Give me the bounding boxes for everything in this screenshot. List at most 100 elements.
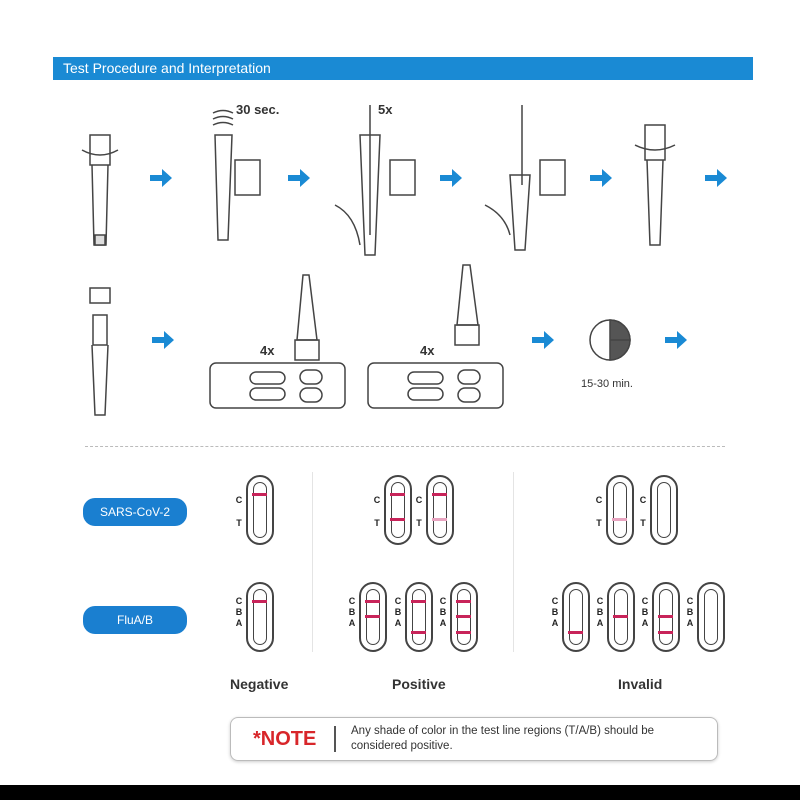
section-header: Test Procedure and Interpretation xyxy=(53,57,753,80)
drops-label-2: 4x xyxy=(420,343,435,358)
test-cassette-icon xyxy=(367,264,504,409)
line-letter: C xyxy=(639,495,647,505)
line-letter: C xyxy=(415,495,423,505)
line-letter: C xyxy=(235,596,243,606)
line-letter: T xyxy=(374,518,380,528)
column-separator xyxy=(312,472,313,652)
note-box: *NOTE Any shade of color in the test lin… xyxy=(230,717,718,761)
test-line-c xyxy=(252,493,267,496)
test-line-c xyxy=(432,493,447,496)
timer-icon xyxy=(589,319,631,361)
line-letter: C xyxy=(596,596,604,606)
test-line-b xyxy=(365,615,380,618)
line-letter: B xyxy=(348,607,356,617)
line-letter: B xyxy=(235,607,243,617)
note-title: *NOTE xyxy=(253,728,317,750)
line-letter: B xyxy=(394,607,402,617)
column-label-negative: Negative xyxy=(230,676,289,692)
divider xyxy=(85,446,725,447)
wait-time-label: 15-30 min. xyxy=(581,378,633,390)
test-line-a xyxy=(568,631,583,634)
test-line-t xyxy=(432,518,447,521)
test-line-c xyxy=(390,493,405,496)
line-letter: B xyxy=(439,607,447,617)
line-letter: A xyxy=(596,618,604,628)
squeeze-tube-icon xyxy=(334,105,416,256)
test-line-c xyxy=(365,600,380,603)
line-letter: C xyxy=(394,596,402,606)
procedure-row-1 xyxy=(81,105,727,256)
line-letter: A xyxy=(551,618,559,628)
procedure-row-2 xyxy=(89,264,687,416)
test-strip xyxy=(359,582,387,652)
test-line-t xyxy=(390,518,405,521)
line-letter: T xyxy=(596,518,602,528)
line-letter: B xyxy=(641,607,649,617)
line-letter: T xyxy=(640,518,646,528)
test-line-b xyxy=(456,615,471,618)
cap-tube-icon xyxy=(634,124,676,246)
test-line-a xyxy=(456,631,471,634)
line-letter: A xyxy=(439,618,447,628)
line-letter: C xyxy=(373,495,381,505)
line-letter: C xyxy=(235,495,243,505)
line-letter: T xyxy=(416,518,422,528)
test-strip xyxy=(246,475,274,545)
tube-icon xyxy=(81,134,119,246)
test-line-t xyxy=(612,518,627,521)
dropper-tube-icon xyxy=(89,287,111,416)
arrow-icons xyxy=(150,169,727,187)
line-letter: T xyxy=(236,518,242,528)
line-letter: A xyxy=(348,618,356,628)
line-letter: B xyxy=(551,607,559,617)
test-strip xyxy=(246,582,274,652)
line-letter: B xyxy=(686,607,694,617)
twist-time-label: 30 sec. xyxy=(236,102,280,117)
remove-swab-icon xyxy=(484,105,566,251)
test-line-c xyxy=(252,600,267,603)
line-letter: A xyxy=(686,618,694,628)
column-separator xyxy=(513,472,514,652)
test-strip xyxy=(562,582,590,652)
line-letter: C xyxy=(551,596,559,606)
line-letter: C xyxy=(641,596,649,606)
line-letter: C xyxy=(439,596,447,606)
row-label-sars-cov-2: SARS-CoV-2 xyxy=(83,498,187,526)
test-cassette-icon xyxy=(209,274,346,409)
test-line-b xyxy=(658,615,673,618)
swab-in-tube-icon xyxy=(212,109,261,241)
line-letter: C xyxy=(686,596,694,606)
line-letter: A xyxy=(641,618,649,628)
test-strip xyxy=(450,582,478,652)
test-line-a xyxy=(411,631,426,634)
squeeze-count-label: 5x xyxy=(378,102,393,117)
column-label-positive: Positive xyxy=(392,676,446,692)
test-line-b xyxy=(613,615,628,618)
note-text: Any shade of color in the test line regi… xyxy=(351,725,654,752)
test-strip xyxy=(650,475,678,545)
arrow-icons xyxy=(152,331,687,349)
line-letter: C xyxy=(595,495,603,505)
drops-label-1: 4x xyxy=(260,343,275,358)
line-letter: B xyxy=(596,607,604,617)
test-strip xyxy=(405,582,433,652)
test-line-c xyxy=(456,600,471,603)
line-letter: A xyxy=(394,618,402,628)
test-strip xyxy=(652,582,680,652)
test-strip xyxy=(697,582,725,652)
test-strip xyxy=(426,475,454,545)
column-label-invalid: Invalid xyxy=(618,676,663,692)
test-strip xyxy=(606,475,634,545)
